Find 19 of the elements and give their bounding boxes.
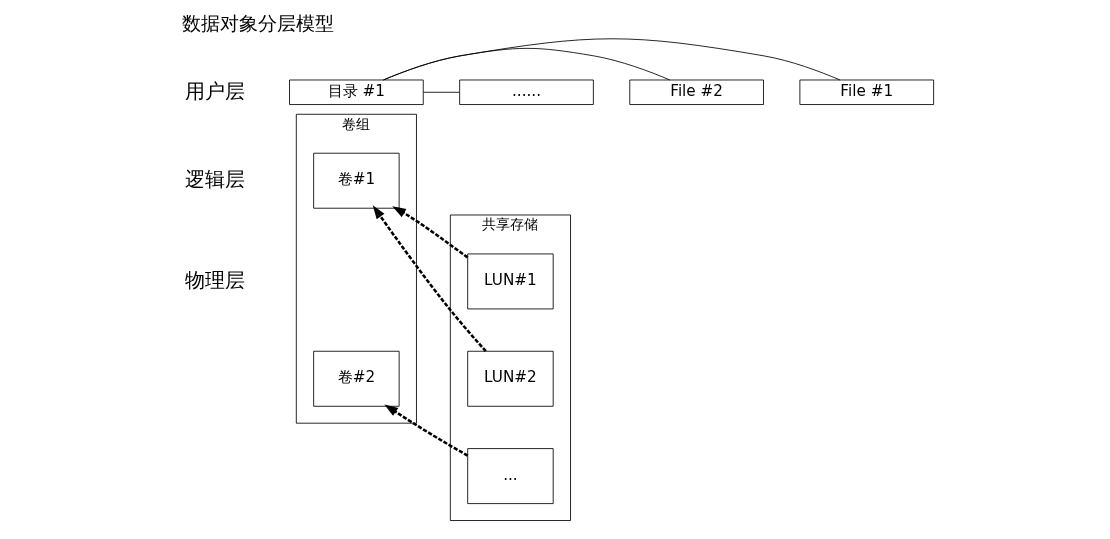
label: 逻辑层: [184, 166, 245, 191]
arrow: [383, 404, 468, 457]
node-box: File #2: [628, 79, 764, 105]
node-box: LUN#2: [466, 350, 554, 407]
label: 物理层: [184, 267, 245, 292]
connector: [382, 38, 840, 81]
diagram-title: 数据对象分层模型: [181, 12, 334, 34]
node-box: ...: [466, 448, 554, 505]
node-box: LUN#1: [466, 253, 554, 310]
node-box: File #1: [798, 79, 934, 105]
node-box: 卷#1: [312, 152, 400, 209]
arrow: [391, 206, 468, 259]
connector: [382, 47, 670, 81]
node-box: 卷#2: [312, 350, 400, 407]
label: 用户层: [184, 78, 245, 103]
node-box: 目录 #1: [288, 79, 424, 105]
connector: [422, 91, 460, 93]
arrow: [372, 205, 487, 353]
node-box: ......: [458, 79, 594, 105]
